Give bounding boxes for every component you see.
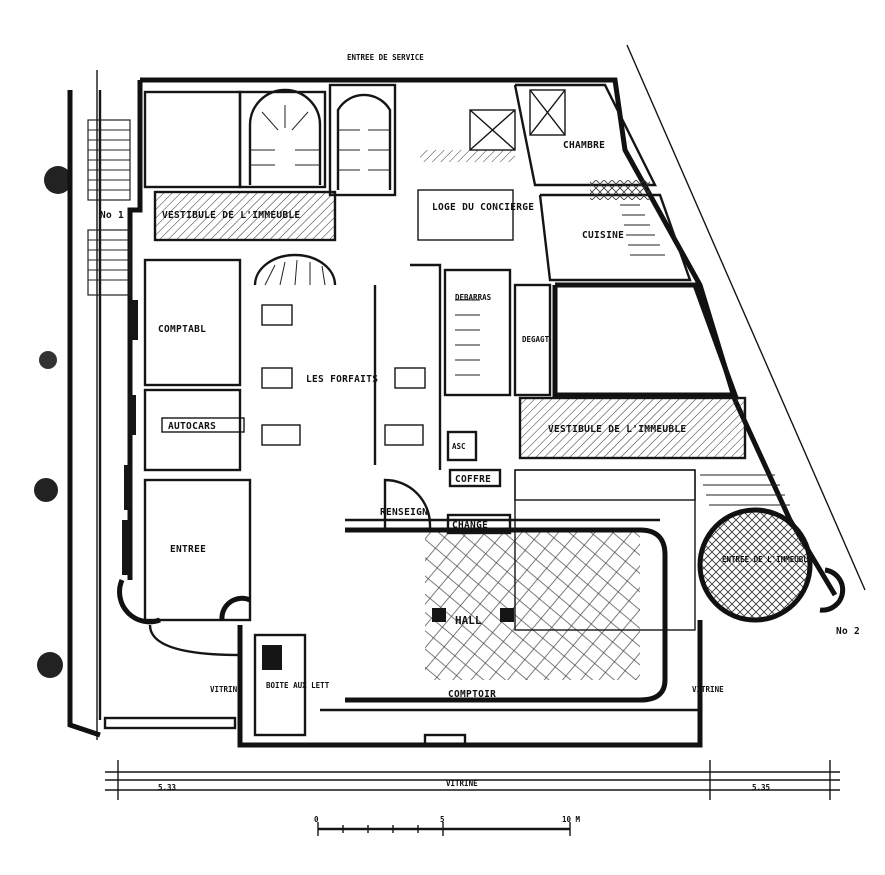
chambre-block [469,83,692,282]
scale-bar: 0 5 10 M [314,815,581,836]
interior-middle [143,253,747,532]
label-renseign: RENSEIGN [380,507,428,518]
label-forfaits: LES FORFAITS [306,374,378,385]
label-chambre: CHAMBRE [563,140,605,151]
label-entree-service-1: ENTREE DE SERVICE [347,53,424,62]
label-asc: ASC [452,442,466,451]
scale-tick-0: 0 [314,815,319,824]
street-edges [96,44,866,800]
label-vitrine-bottom: VITRINE [446,779,478,788]
entree-block [117,478,252,657]
label-debarras: DEBARRAS [455,293,492,302]
label-hall: HALL [455,614,482,627]
label-entree: ENTREE [170,544,206,555]
bottom-block [103,633,700,747]
right-room [552,282,739,398]
label-loge: LOGE DU CONCIERGE [432,202,534,213]
label-number-right: No 2 [836,626,860,637]
scale-tick-5: 5 [440,815,445,824]
exterior-walls [67,77,838,748]
left-stairs [87,119,131,296]
label-comptable: COMPTABL [158,324,206,335]
dimension-left: 5.33 [158,783,177,792]
entree-immeuble-block [697,474,846,623]
label-boite-aux-lettres: BOITE AUX LETT [266,681,330,690]
hall-block [345,430,696,703]
label-vestibule-1: VESTIBULE DE L'IMMEUBLE [162,210,300,221]
label-vestibule-2: VESTIBULE DE L'IMMEUBLE [548,424,686,435]
label-degagt: DEGAGT [522,335,550,344]
label-vitrine-left: VITRINE [210,685,242,694]
label-change: CHANGE [452,520,488,531]
trees [34,166,72,678]
label-number-left: No 1 [100,210,124,221]
top-left-block [143,83,515,242]
label-cuisine: CUISINE [582,230,624,241]
loge-block [417,189,514,241]
label-comptoir: COMPTOIR [448,689,496,700]
label-coffre: COFFRE [455,474,491,485]
label-vitrine-right: VITRINE [692,685,724,694]
scale-tick-10: 10 M [562,815,581,824]
label-autocars: AUTOCARS [168,421,216,432]
dimension-right: 5.35 [752,783,770,792]
room-labels: ENTREE DE SERVICE VESTIBULE DE L'IMMEUBL… [100,53,860,792]
label-entree-immeuble: ENTREE DE L'IMMEUBLE [722,555,813,564]
